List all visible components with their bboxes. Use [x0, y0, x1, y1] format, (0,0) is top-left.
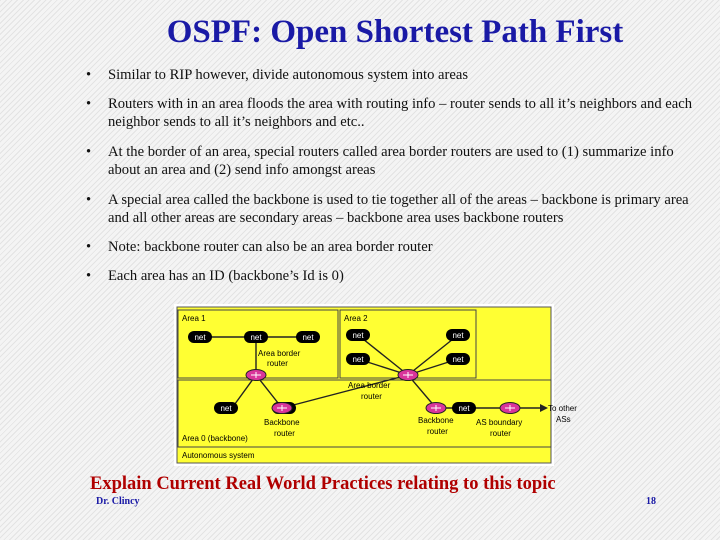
backbone-router-label-1: Backbone: [264, 418, 300, 427]
to-other-label-1: To other: [548, 404, 577, 413]
bullet-item: • Each area has an ID (backbone’s Id is 0…: [86, 267, 344, 285]
router-nodes: [245, 369, 521, 414]
net-node: net: [346, 353, 370, 365]
net-node: net: [446, 353, 470, 365]
ospf-areas-diagram: Area 1 Area 2 Area 0 (backbone) Autonomo…: [174, 304, 577, 466]
area2-label: Area 2: [344, 314, 368, 323]
bullet-symbol: •: [86, 268, 92, 284]
backbone-router-label-1: Backbone: [418, 416, 454, 425]
area1-label: Area 1: [182, 314, 206, 323]
bullet-text: Similar to RIP however, divide autonomou…: [108, 67, 469, 83]
bullet-item: • At the border of an area, special route…: [86, 143, 706, 179]
svg-text:net: net: [452, 331, 464, 340]
area0-box: [177, 379, 552, 448]
to-other-label-2: ASs: [556, 415, 571, 424]
router-icon: [425, 402, 447, 414]
arrow-right-icon: [540, 404, 548, 412]
bullet-text: Routers with in an area floods the area …: [108, 96, 693, 130]
router-icon: [397, 369, 419, 381]
net-node: net: [346, 329, 370, 341]
slide-title: OSPF: Open Shortest Path First: [166, 14, 624, 50]
svg-text:net: net: [220, 404, 232, 413]
bullet-symbol: •: [86, 67, 92, 83]
bullet-text: At the border of an area, special router…: [108, 144, 674, 178]
area-border-router-label-1: Area border: [348, 381, 391, 390]
bullet-item: • Routers with in an area floods the area…: [86, 95, 706, 131]
as-boundary-router-label-2: router: [490, 429, 511, 438]
page-number: 18: [646, 496, 656, 507]
author-label: Dr. Clincy: [96, 496, 140, 507]
svg-text:net: net: [352, 331, 364, 340]
svg-text:net: net: [250, 333, 262, 342]
net-node: net: [452, 402, 476, 414]
router-icon: [245, 369, 267, 381]
bullet-symbol: •: [86, 239, 92, 255]
svg-text:net: net: [194, 333, 206, 342]
net-node: net: [244, 331, 268, 343]
net-node: net: [296, 331, 320, 343]
router-icon: [499, 402, 521, 414]
area-border-router-label-2: router: [361, 392, 382, 401]
net-node: net: [446, 329, 470, 341]
discussion-question: Explain Current Real World Practices rel…: [90, 474, 556, 494]
as-boundary-router-label-1: AS boundary: [476, 418, 522, 427]
autonomous-system-label: Autonomous system: [182, 451, 255, 460]
bullet-text: A special area called the backbone is us…: [108, 192, 689, 226]
bullet-symbol: •: [86, 192, 92, 208]
bullet-symbol: •: [86, 144, 92, 160]
bullet-text: Each area has an ID (backbone’s Id is 0): [108, 268, 344, 284]
bullet-item: • Note: backbone router can also be an ar…: [86, 238, 433, 256]
svg-text:net: net: [458, 404, 470, 413]
backbone-router-label-2: router: [427, 427, 448, 436]
net-node: net: [188, 331, 212, 343]
backbone-router-label-2: router: [274, 429, 295, 438]
router-icon: [271, 402, 293, 414]
bullet-item: • Similar to RIP however, divide autonomo…: [86, 66, 468, 84]
svg-text:net: net: [452, 355, 464, 364]
area-border-router-label-1: Area border: [258, 349, 301, 358]
area-border-router-label-2: router: [267, 359, 288, 368]
svg-text:net: net: [352, 355, 364, 364]
bullet-item: • A special area called the backbone is u…: [86, 191, 706, 227]
bullet-text: Note: backbone router can also be an are…: [108, 239, 433, 255]
net-node: net: [214, 402, 238, 414]
area0-label: Area 0 (backbone): [182, 434, 248, 443]
bullet-symbol: •: [86, 96, 92, 112]
svg-text:net: net: [302, 333, 314, 342]
